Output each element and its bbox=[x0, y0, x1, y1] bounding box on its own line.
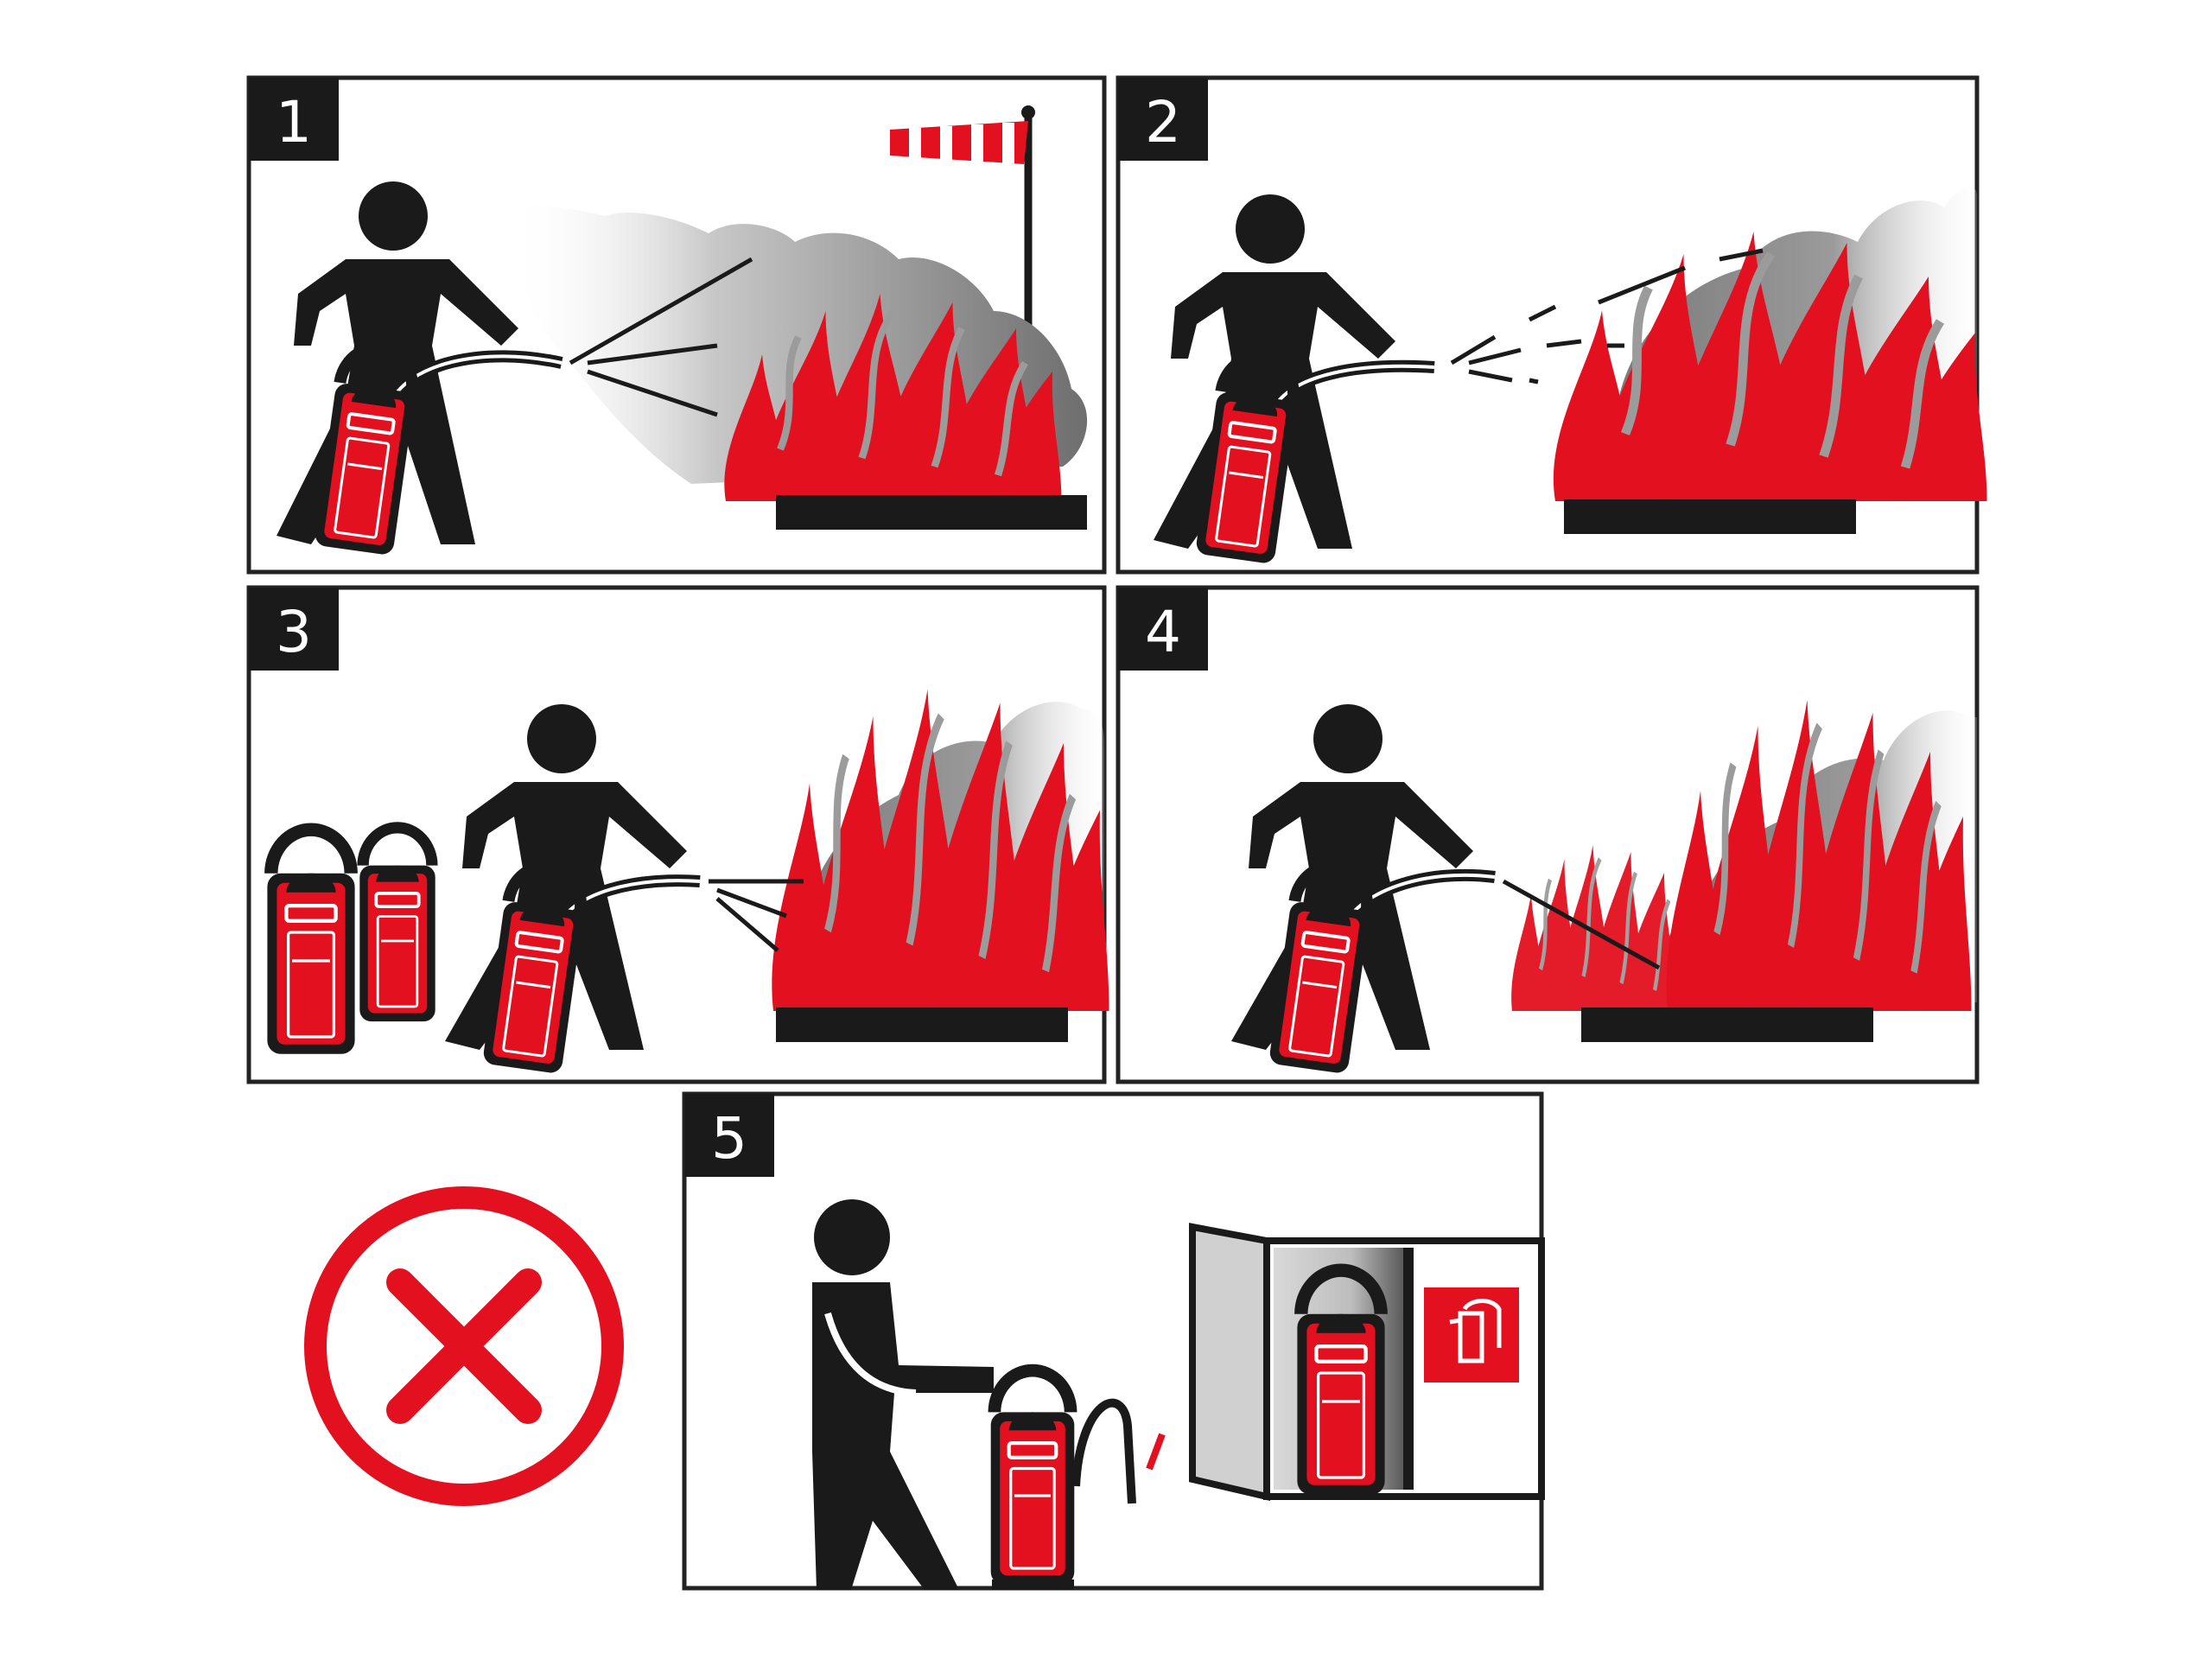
fire-icon bbox=[1511, 700, 1971, 1042]
windsock-icon bbox=[890, 105, 1035, 346]
panel-5: 5 bbox=[682, 1091, 1545, 1590]
fire-extinguisher-sign-icon bbox=[1424, 1287, 1519, 1382]
person-figure bbox=[812, 1199, 994, 1590]
fire-icon bbox=[772, 690, 1109, 1042]
cabinet-icon bbox=[1189, 1223, 1545, 1497]
panel-number: 1 bbox=[276, 89, 312, 156]
panel-4: 4 bbox=[1116, 585, 1980, 1084]
fire-icon bbox=[1554, 232, 1987, 534]
prohibition-x-icon bbox=[304, 1186, 624, 1506]
panel-number: 4 bbox=[1145, 599, 1181, 665]
panel-number: 3 bbox=[276, 599, 312, 665]
panel-3: 3 bbox=[246, 585, 1109, 1084]
panel-number: 5 bbox=[711, 1105, 747, 1172]
panel-1: 1 bbox=[246, 75, 1107, 575]
panel-number: 2 bbox=[1145, 89, 1181, 156]
panel-2: 2 bbox=[1116, 75, 1987, 575]
fire-icon bbox=[724, 294, 1087, 530]
